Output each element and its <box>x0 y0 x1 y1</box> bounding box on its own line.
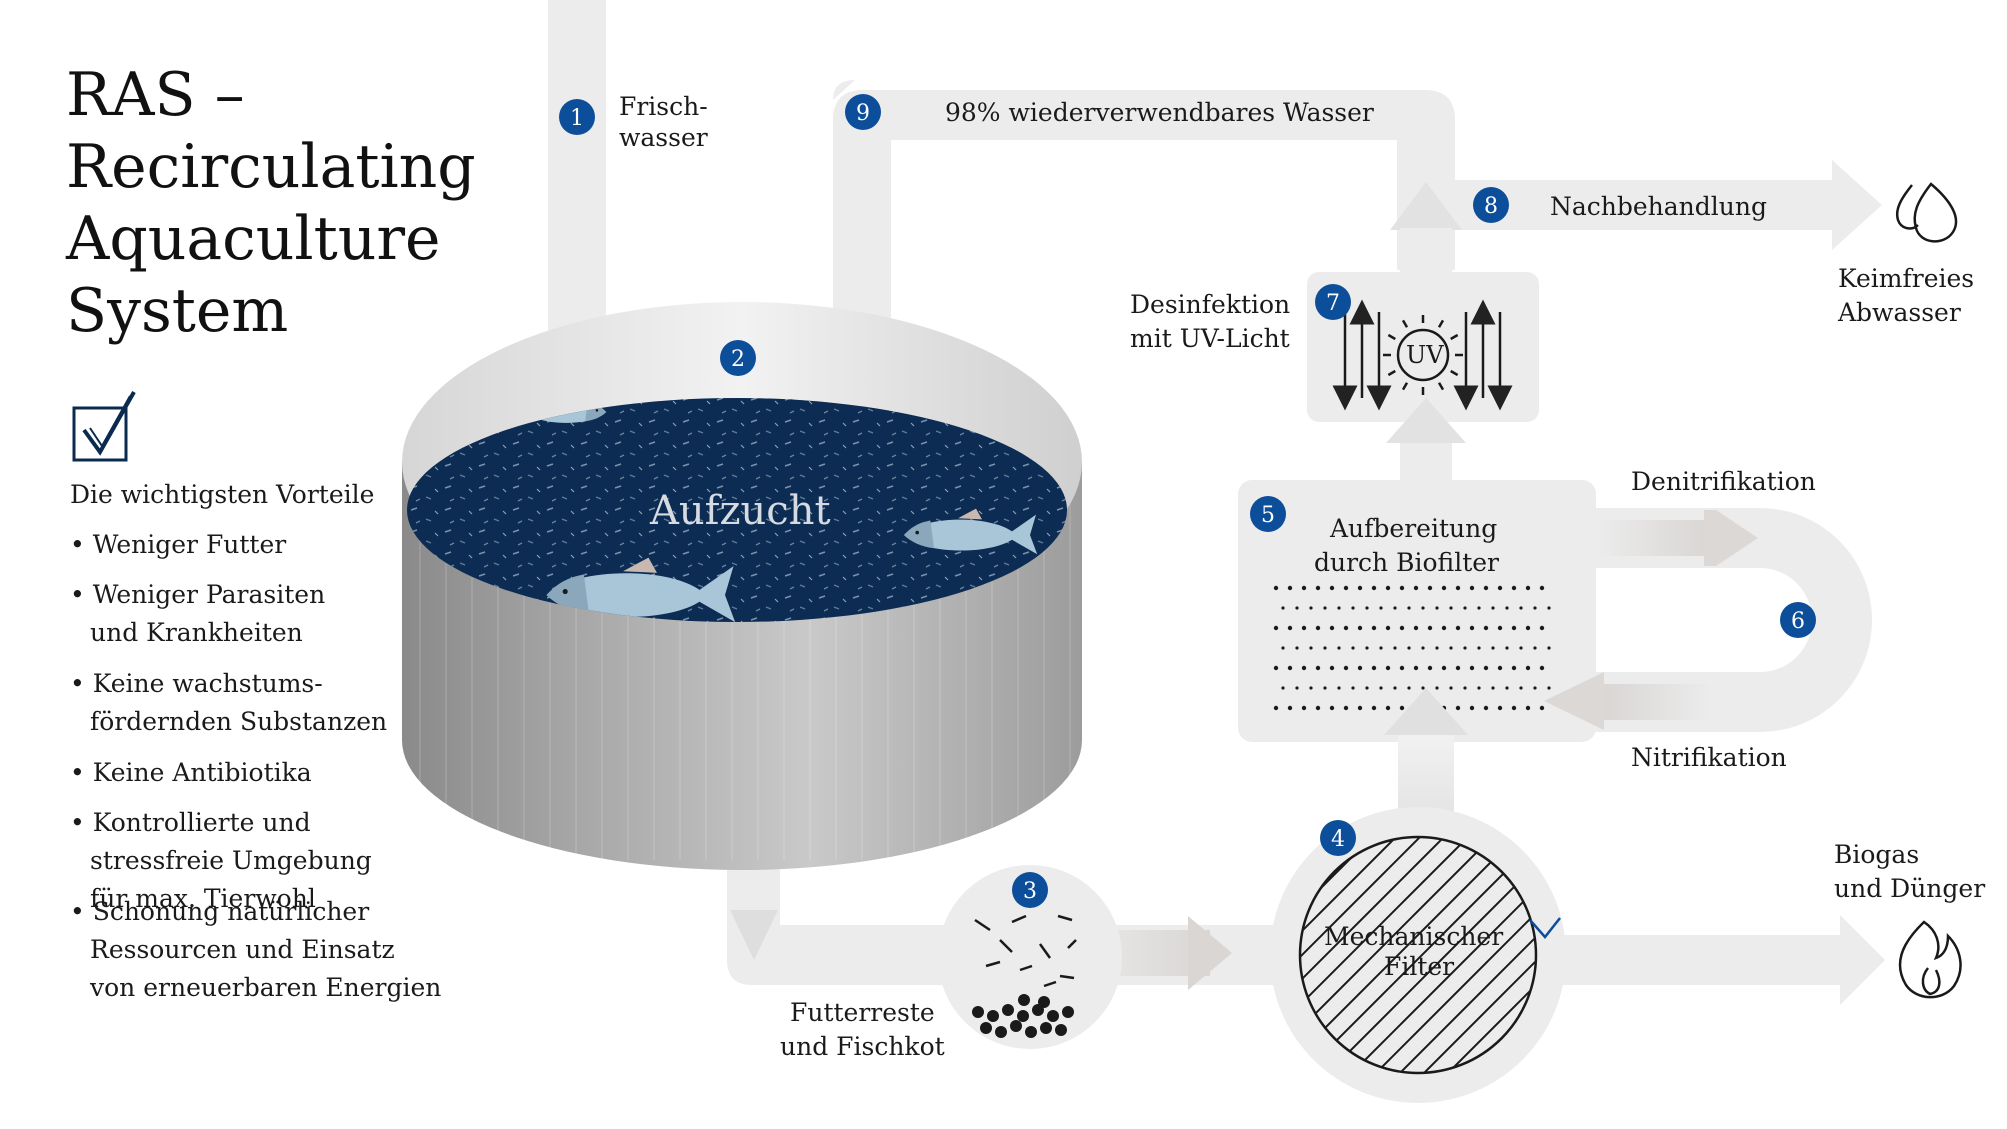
water-drops-icon <box>1895 182 1958 243</box>
fish <box>546 557 736 622</box>
step-badge-9: 9 <box>845 94 881 130</box>
uv-symbol <box>1332 299 1513 411</box>
advantage-text: • Weniger Futter <box>70 530 287 559</box>
step1-label-line1: Frisch- <box>619 92 708 121</box>
step-badge-4: 4 <box>1320 820 1356 856</box>
mechanical-filter <box>1270 807 1885 1103</box>
advantage-item: • Keine wachstums-fördernden Substanzen <box>70 665 387 741</box>
badge-number: 7 <box>1326 291 1340 316</box>
advantage-item: • Weniger Futter <box>70 526 286 564</box>
tank-label: Aufzucht <box>650 488 831 534</box>
step7-label-line2: mit UV-Licht <box>1130 324 1290 353</box>
advantage-text: • Keine wachstums- <box>70 669 323 698</box>
step-badges: 1 2 3 4 5 6 7 8 9 <box>559 94 1816 908</box>
nitrification-loop <box>1544 508 1872 732</box>
step5-label-line2: durch Biofilter <box>1314 548 1499 577</box>
title-line-1: RAS – <box>66 60 245 130</box>
checkbox-icon <box>72 391 136 462</box>
badge-circle <box>1250 496 1286 532</box>
uv-inlet-arrow <box>1386 398 1466 480</box>
badge-number: 4 <box>1331 827 1345 852</box>
advantage-item: • Keine Antibiotika <box>70 754 312 792</box>
advantage-text: • Schonung natürlicher <box>70 897 370 926</box>
advantage-text: für max. Tierwohl <box>90 884 316 913</box>
badge-circle <box>1315 284 1351 320</box>
step5-label-line1: Aufbereitung <box>1330 514 1498 543</box>
flame-icon <box>1898 920 1962 999</box>
step4-label-line1: Mechanischer <box>1324 922 1504 951</box>
badge-circle <box>1780 602 1816 638</box>
title-line-2: Recirculating <box>66 132 476 202</box>
badge-circle <box>845 94 881 130</box>
badge-number: 2 <box>731 347 745 372</box>
denitrification-label: Denitrifikation <box>1631 467 1816 496</box>
advantage-text: • Weniger Parasiten <box>70 580 326 609</box>
biogas-label-line2: und Dünger <box>1834 874 1986 903</box>
badge-number: 1 <box>570 106 584 131</box>
advantage-text: stressfreie Umgebung <box>90 846 372 875</box>
biofilter-box <box>1238 480 1596 742</box>
advantage-item: • Kontrollierte und stressfreie Umgebung f… <box>70 804 372 918</box>
advantage-text: von erneuerbaren Energien <box>90 973 442 1002</box>
advantage-text: • Kontrollierte und <box>70 808 311 837</box>
step-badge-2: 2 <box>720 340 756 376</box>
wastewater-label-line2: Abwasser <box>1838 298 1961 327</box>
fish-group <box>512 398 1038 622</box>
badge-number: 8 <box>1484 194 1498 219</box>
advantage-item: • Weniger Parasiten und Krankheiten <box>70 576 325 652</box>
step-badge-6: 6 <box>1780 602 1816 638</box>
title-line-3: Aquaculture <box>66 204 441 274</box>
step-badge-5: 5 <box>1250 496 1286 532</box>
fish-tank <box>402 302 1082 870</box>
advantage-text: Ressourcen und Einsatz <box>90 935 395 964</box>
step7-label-line1: Desinfektion <box>1130 290 1291 319</box>
badge-number: 3 <box>1023 879 1037 904</box>
step1-label-line2: wasser <box>619 123 708 152</box>
posttreatment-arrow <box>1390 160 1882 273</box>
title-line-4: System <box>66 276 289 346</box>
badge-circle <box>1320 820 1356 856</box>
step-badge-8: 8 <box>1473 187 1509 223</box>
badge-number: 9 <box>856 101 870 126</box>
step9-label: 98% wiederverwendbares Wasser <box>945 98 1374 127</box>
step3-label-line2: und Fischkot <box>780 1032 945 1061</box>
badge-circle <box>559 99 595 135</box>
badge-circle <box>1473 187 1509 223</box>
step-badge-1: 1 <box>559 99 595 135</box>
biogas-label-line1: Biogas <box>1834 840 1920 869</box>
wastewater-label-line1: Keimfreies <box>1838 264 1975 293</box>
badge-circle <box>720 340 756 376</box>
badge-number: 6 <box>1791 609 1805 634</box>
step4-label-line2: Filter <box>1384 952 1455 981</box>
advantages-heading: Die wichtigsten Vorteile <box>70 480 375 509</box>
nitrification-label: Nitrifikation <box>1631 743 1787 772</box>
feed-waste-particles <box>972 914 1077 1038</box>
step-badge-7: 7 <box>1315 284 1351 320</box>
step3-label-line1: Futterreste <box>790 998 935 1027</box>
step8-label: Nachbehandlung <box>1550 192 1767 221</box>
advantage-text: fördernden Substanzen <box>90 707 388 736</box>
advantage-text: und Krankheiten <box>90 618 303 647</box>
badge-circle <box>1012 872 1048 908</box>
badge-number: 5 <box>1261 503 1275 528</box>
waste-circle <box>938 865 1122 1049</box>
fish <box>904 508 1038 555</box>
biofilter-dots <box>1273 585 1551 711</box>
step-badge-3: 3 <box>1012 872 1048 908</box>
advantage-text: • Keine Antibiotika <box>70 758 312 787</box>
uv-text: UV <box>1406 341 1444 369</box>
